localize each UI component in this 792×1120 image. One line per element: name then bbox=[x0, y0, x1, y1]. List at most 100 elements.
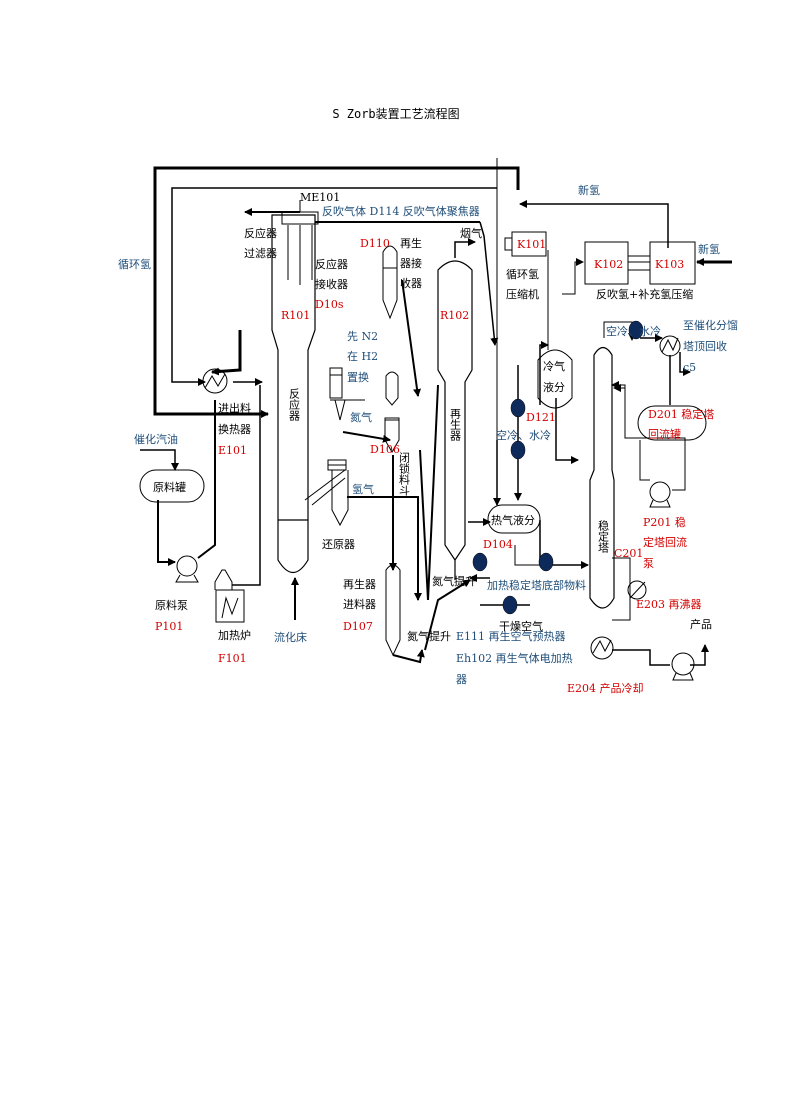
product-out bbox=[690, 644, 709, 666]
d107-out bbox=[392, 649, 425, 664]
receiver-d10s bbox=[329, 367, 365, 421]
regen-lift bbox=[424, 579, 471, 651]
d110-unit bbox=[382, 245, 399, 406]
label-k101: K101 bbox=[517, 238, 546, 251]
label-flue-gas: 烟气 bbox=[460, 226, 482, 240]
label-regen-recv-1: 再生 bbox=[400, 236, 422, 250]
label-r102: R102 bbox=[440, 309, 469, 322]
feed-tank bbox=[139, 469, 205, 503]
label-e101: E101 bbox=[218, 444, 247, 457]
furnace-line bbox=[232, 385, 261, 586]
label-reactor-filter-2: 过滤器 bbox=[244, 247, 277, 260]
product-pump bbox=[671, 652, 695, 681]
label-hydrogen-1: 氢气 bbox=[352, 482, 374, 496]
label-d107: D107 bbox=[343, 620, 373, 633]
label-receiver-1: 反应器 bbox=[315, 257, 348, 271]
furnace-f101 bbox=[214, 569, 245, 623]
to-frac-out bbox=[679, 352, 691, 376]
pump-p201 bbox=[649, 481, 671, 508]
label-regen-feeder-2: 进料器 bbox=[343, 597, 376, 611]
label-cold-sep-1: 冷气 bbox=[543, 359, 565, 373]
cold-separator-d121 bbox=[537, 349, 573, 409]
label-dry-air: 干燥空气 bbox=[499, 619, 543, 633]
exchanger-e101 bbox=[202, 368, 228, 394]
label-nitrogen-1: 氮气 bbox=[350, 410, 372, 424]
label-eh102-1: Eh102 再生气体电加热 bbox=[456, 651, 573, 665]
label-n2-lift-1: 氮气提升 bbox=[432, 574, 476, 588]
node-stab-bottom bbox=[538, 552, 554, 572]
label-reducer: 还原器 bbox=[322, 538, 355, 551]
label-d201-2: 回流罐 bbox=[648, 427, 681, 441]
node-dry-air bbox=[502, 595, 518, 615]
label-eh102-2: 器 bbox=[456, 673, 467, 686]
flow-nodes bbox=[472, 320, 644, 615]
label-reactor-vert: 反应器 bbox=[288, 388, 301, 422]
node-d121-upper bbox=[510, 398, 526, 418]
label-d201-1: D201 稳定塔 bbox=[648, 407, 714, 421]
new-h2-line bbox=[519, 200, 669, 248]
k101-k102 bbox=[562, 258, 584, 295]
coldsep-out bbox=[539, 341, 549, 405]
d106-lockhopper bbox=[384, 417, 400, 453]
feed-pump-to-exchanger bbox=[197, 400, 216, 559]
label-e111: E111 再生空气预热器 bbox=[456, 629, 566, 643]
label-cold-sep-2: 液分 bbox=[543, 380, 565, 394]
label-feed-pump: 原料泵 bbox=[155, 598, 188, 612]
reactor-to-d110 bbox=[479, 221, 499, 346]
label-f101: F101 bbox=[218, 652, 247, 665]
node-hotsep bbox=[472, 552, 488, 572]
label-d104: D104 bbox=[483, 538, 513, 551]
hydrogen-line bbox=[347, 496, 422, 601]
product-line bbox=[612, 649, 670, 666]
stabilizer-c201 bbox=[589, 346, 615, 609]
cat-gasoline-line bbox=[140, 449, 179, 471]
pipe-lines bbox=[140, 158, 732, 666]
reflux-drum-d201 bbox=[637, 405, 707, 441]
flue-line bbox=[454, 238, 476, 258]
label-e203: E203 再沸器 bbox=[636, 598, 702, 611]
node-d121-lower bbox=[510, 440, 526, 460]
label-air-water-2: 空冷、水冷 bbox=[606, 324, 661, 338]
label-d121: D121 bbox=[526, 411, 556, 424]
reactor-r101 bbox=[271, 214, 316, 574]
label-reactor-filter-1: 反应器 bbox=[244, 226, 277, 240]
label-hot-sep: 热气液分 bbox=[491, 513, 535, 527]
label-new-h2-right: 新氢 bbox=[698, 242, 720, 256]
label-furnace: 加热炉 bbox=[218, 629, 251, 642]
d10s-to-d106 bbox=[342, 431, 391, 443]
label-k102: K102 bbox=[594, 258, 623, 271]
label-backblow-comp: 反吹氢+补充氢压缩 bbox=[596, 287, 693, 301]
reboiler-e203 bbox=[627, 580, 647, 600]
label-recycle-comp-1: 循环氢 bbox=[506, 267, 539, 281]
label-e204: E204 产品冷却 bbox=[567, 681, 644, 695]
regen-transfer-1 bbox=[401, 279, 422, 397]
label-n2-first-3: 置换 bbox=[347, 370, 369, 384]
label-n2-first-1: 先 N2 bbox=[347, 330, 378, 343]
label-heat-bottoms: 加热稳定塔底部物料 bbox=[487, 578, 586, 592]
label-new-h2-top: 新氢 bbox=[578, 183, 600, 197]
label-stabilizer: 稳定塔 bbox=[597, 519, 610, 554]
label-fluid-bed: 流化床 bbox=[274, 630, 307, 644]
label-to-frac-2: 塔顶回收 bbox=[683, 339, 727, 353]
label-regen-feeder-1: 再生器 bbox=[343, 577, 376, 591]
label-c201: C201 bbox=[614, 547, 643, 560]
text-labels: ME101 反吹气体 D114 反吹气体聚焦器 反应器 过滤器 循环氢 反应器 … bbox=[118, 183, 738, 695]
recycle-h2-line-2 bbox=[171, 187, 497, 386]
recycle-h2-loop bbox=[153, 166, 520, 418]
d107-feeder bbox=[385, 564, 401, 657]
label-to-frac-3: c5 bbox=[683, 361, 696, 374]
label-cat-gasoline: 催化汽油 bbox=[134, 432, 178, 446]
reducer-unit bbox=[304, 459, 349, 527]
label-receiver-3: D10s bbox=[315, 298, 344, 311]
reactor-return bbox=[211, 330, 242, 376]
compressor-k102-k103 bbox=[584, 241, 696, 285]
node-stab-top bbox=[628, 320, 644, 340]
label-p201-2: 定塔回流 bbox=[643, 535, 687, 549]
page-title: S Zorb装置工艺流程图 bbox=[332, 107, 460, 121]
label-p201-3: 泵 bbox=[643, 557, 654, 570]
label-air-water-1: 空冷、水冷 bbox=[496, 428, 551, 442]
label-r101: R101 bbox=[281, 309, 310, 322]
hotsep-bottom bbox=[514, 545, 540, 566]
me101-unit bbox=[281, 200, 319, 285]
